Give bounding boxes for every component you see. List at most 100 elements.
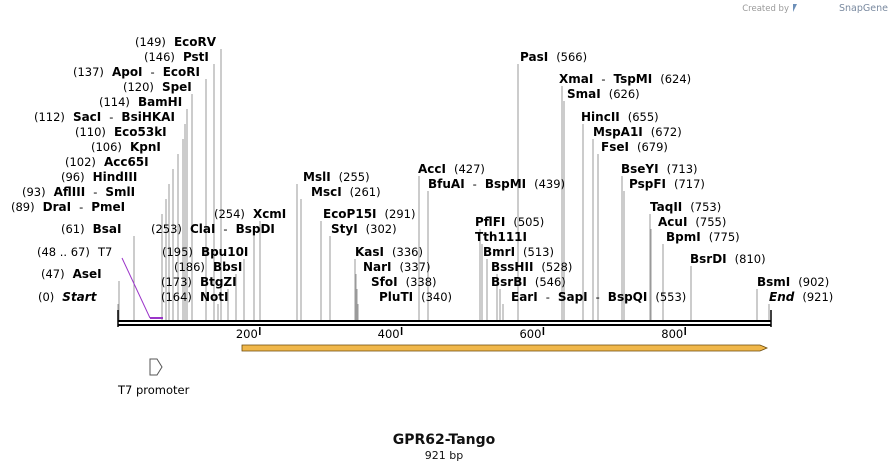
site-label-ecop15i[interactable]: EcoP15I (291) <box>323 205 415 222</box>
site-label-acc65i[interactable]: (102) Acc65I <box>65 153 149 170</box>
site-label-acci[interactable]: AccI (427) <box>418 160 485 177</box>
cut-position: (173) <box>161 275 192 289</box>
site-label-smai[interactable]: SmaI (626) <box>567 85 640 102</box>
site-label-noti[interactable]: (164) NotI <box>161 288 228 305</box>
cut-position: (655) <box>628 110 659 124</box>
ruler-tick-label: 200 <box>236 327 258 341</box>
enzyme-name: EcoRV <box>174 35 217 49</box>
enzyme-name: PspFI <box>629 177 666 191</box>
enzyme-name: BsrDI <box>690 252 727 266</box>
site-label-pspfi[interactable]: PspFI (717) <box>629 175 705 192</box>
orf-arrow-feature[interactable] <box>241 344 769 352</box>
cut-position: (775) <box>709 230 740 244</box>
enzyme-name: AccI <box>418 162 446 176</box>
enzyme-name: SfoI <box>371 275 398 289</box>
ruler-tick-label: 400 <box>378 327 400 341</box>
site-label-hincii[interactable]: HincII (655) <box>581 108 659 125</box>
site-label-acui[interactable]: AcuI (755) <box>658 213 726 230</box>
plasmid-size: 921 bp <box>425 449 463 462</box>
site-label-pfifi[interactable]: PflFI (505) <box>475 213 544 230</box>
cut-position: (291) <box>385 207 416 221</box>
enzyme-name: SacI <box>73 110 101 124</box>
site-label-bsrdi[interactable]: BsrDI (810) <box>690 250 766 267</box>
enzyme-name: XcmI <box>253 207 286 221</box>
site-label-tth111i[interactable]: Tth111I <box>475 230 527 244</box>
map-title-block: GPR62-Tango 921 bp <box>393 432 496 462</box>
site-label-bamhi[interactable]: (114) BamHI <box>99 93 182 110</box>
site-label-nari[interactable]: NarI (337) <box>363 258 430 275</box>
site-label-end[interactable]: End (921) <box>769 288 833 305</box>
site-label-msli[interactable]: MslI (255) <box>303 168 370 185</box>
enzyme-name: PflFI <box>475 215 505 229</box>
site-label-pasi[interactable]: PasI (566) <box>520 48 587 65</box>
enzyme-name: EcoRI <box>163 65 200 79</box>
cut-position: (253) <box>151 222 182 236</box>
site-label-eari[interactable]: EarI - SapI - BspQI (553) <box>511 288 686 305</box>
site-label-start[interactable]: (0) Start <box>38 288 98 305</box>
site-label-msci[interactable]: MscI (261) <box>311 183 381 200</box>
site-label-bbsi[interactable]: (186) BbsI <box>174 258 242 275</box>
cut-position: (336) <box>392 245 423 259</box>
enzyme-name: AseI <box>73 267 102 281</box>
site-label-mspa1i[interactable]: MspA1I (672) <box>593 123 682 140</box>
site-label-btgzi[interactable]: (173) BtgZI <box>161 273 237 290</box>
site-leader-lines <box>117 49 770 320</box>
site-label-bpu10i[interactable]: (195) Bpu10I <box>162 243 248 260</box>
site-label-bsmi[interactable]: BsmI (902) <box>757 273 829 290</box>
site-label-apoi[interactable]: (137) ApoI - EcoRI <box>73 63 200 80</box>
site-label-pluti[interactable]: PluTI (340) <box>379 288 452 305</box>
enzyme-name: BspQI <box>608 290 648 304</box>
site-label-bsshii[interactable]: BssHII (528) <box>491 258 572 275</box>
enzyme-name: BseYI <box>621 162 659 176</box>
site-label-bseyi[interactable]: BseYI (713) <box>621 160 698 177</box>
enzyme-name: BmrI <box>483 245 515 259</box>
site-label-bmri[interactable]: BmrI (513) <box>483 243 554 260</box>
enzyme-name: ApoI <box>112 65 143 79</box>
cut-position: (755) <box>695 215 726 229</box>
enzyme-name: Start <box>62 290 97 304</box>
ruler-tick-label: 800 <box>661 327 683 341</box>
site-label-styi[interactable]: StyI (302) <box>331 220 397 237</box>
cut-position: (302) <box>366 222 397 236</box>
enzyme-name: SmlI <box>105 185 135 199</box>
site-label-sfoi[interactable]: SfoI (338) <box>371 273 437 290</box>
site-label-aflii[interactable]: (93) AflIII - SmlI <box>22 183 135 200</box>
site-label-saci[interactable]: (112) SacI - BsiHKAI <box>34 108 175 125</box>
site-label-clai[interactable]: (253) ClaI - BspDI <box>151 220 275 237</box>
site-label-asei[interactable]: (47) AseI <box>41 265 102 282</box>
enzyme-name: XmaI <box>559 72 593 86</box>
t7-primer-feature[interactable]: (48 .. 67) T7 <box>37 245 163 319</box>
enzyme-name: EarI <box>511 290 538 304</box>
cut-position: (566) <box>556 50 587 64</box>
site-label-fsei[interactable]: FseI (679) <box>601 138 668 155</box>
cut-position: (47) <box>41 267 65 281</box>
site-label-hindiii[interactable]: (96) HindIII <box>61 168 137 185</box>
separator: - <box>151 65 155 79</box>
site-label-drai[interactable]: (89) DraI - PmeI <box>11 198 125 215</box>
enzyme-name: EcoP15I <box>323 207 377 221</box>
site-label-bsai[interactable]: (61) BsaI <box>61 220 121 237</box>
site-label-xcmi[interactable]: (254) XcmI <box>214 205 286 222</box>
site-label-ecorv[interactable]: (149) EcoRV <box>135 33 217 50</box>
enzyme-name: MspA1I <box>593 125 643 139</box>
site-label-kasi[interactable]: KasI (336) <box>355 243 423 260</box>
site-label-bfuai[interactable]: BfuAI - BspMI (439) <box>428 175 565 192</box>
site-label-spei[interactable]: (120) SpeI <box>123 78 192 95</box>
separator: - <box>473 177 477 191</box>
cut-position: (439) <box>534 177 565 191</box>
site-label-bsrbi[interactable]: BsrBI (546) <box>491 273 566 290</box>
enzyme-name: MscI <box>311 185 342 199</box>
site-label-taqii[interactable]: TaqII (753) <box>650 198 721 215</box>
site-label-xmai[interactable]: XmaI - TspMI (624) <box>559 70 691 87</box>
site-label-eco53ki[interactable]: (110) Eco53kI <box>75 123 167 140</box>
cut-position: (261) <box>350 185 381 199</box>
site-label-bpmi[interactable]: BpmI (775) <box>666 228 740 245</box>
site-label-psti[interactable]: (146) PstI <box>144 48 209 65</box>
enzyme-name: KasI <box>355 245 384 259</box>
enzyme-name: PasI <box>520 50 548 64</box>
enzyme-name: BssHII <box>491 260 533 274</box>
enzyme-name: SapI <box>558 290 588 304</box>
site-label-kpni[interactable]: (106) KpnI <box>91 138 161 155</box>
t7-promoter-feature[interactable]: T7 promoter <box>117 358 190 397</box>
enzyme-name: FseI <box>601 140 629 154</box>
